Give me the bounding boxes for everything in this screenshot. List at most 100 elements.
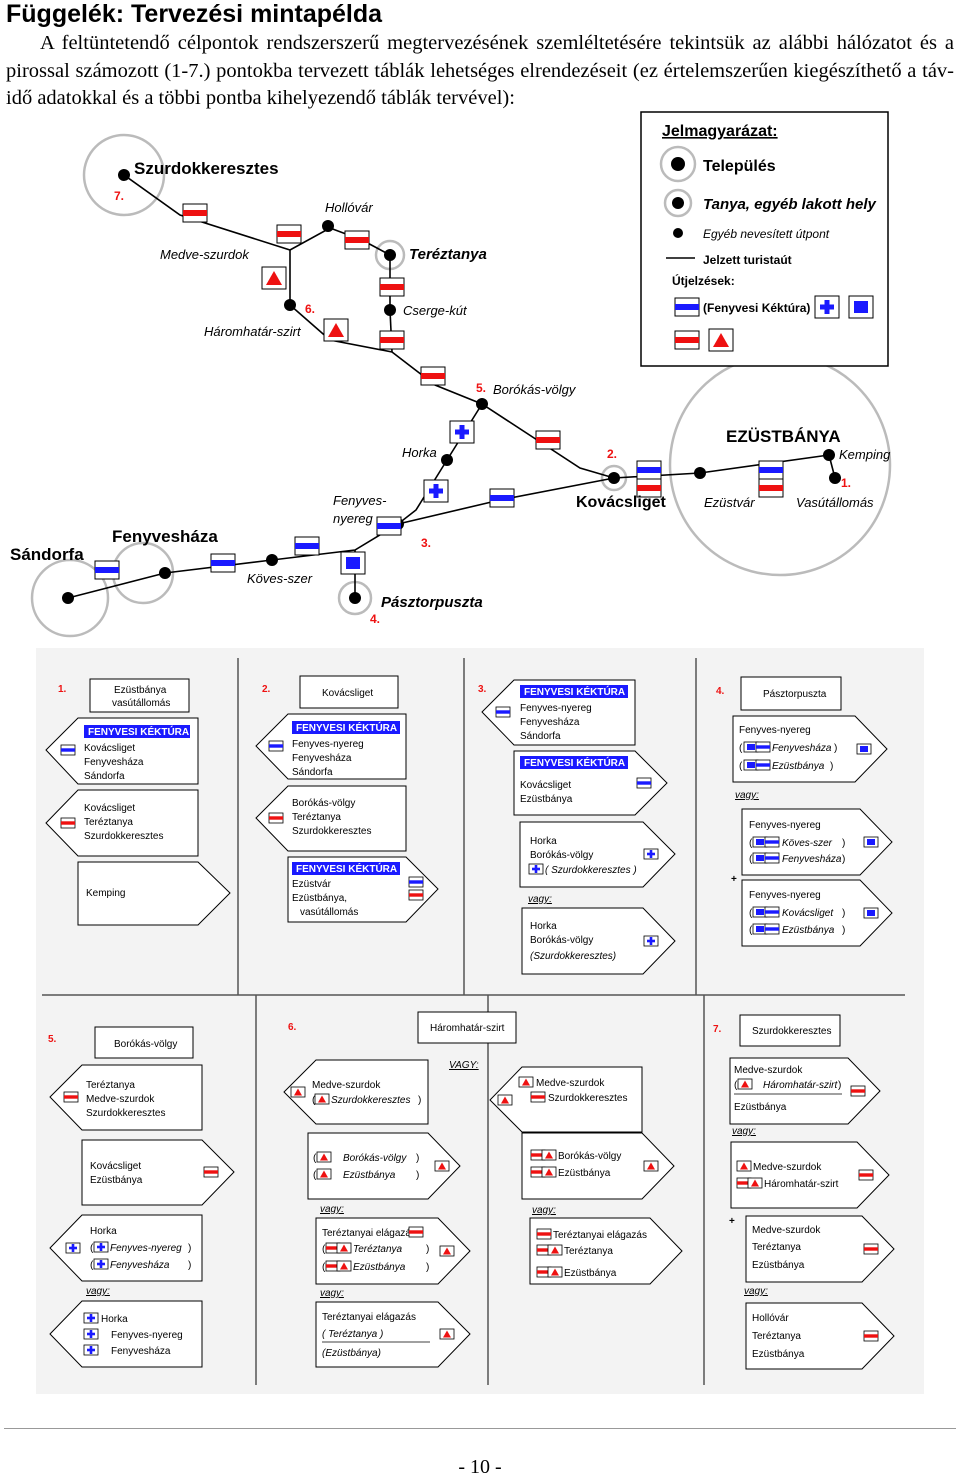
sign-head: Szurdokkeresztes xyxy=(752,1026,831,1037)
sign-line: Háromhatár-szirt xyxy=(764,1179,839,1190)
sign-line: Szurdokkeresztes xyxy=(86,1108,165,1119)
point-number: 3. xyxy=(421,536,431,550)
sign-plans: 1. Ezüstbánya vasútállomás FENYVESI KÉKT… xyxy=(36,648,924,1394)
legend-title: Jelmagyarázat: xyxy=(662,123,778,140)
sign-head: vasútállomás xyxy=(112,698,170,709)
plus-label: + xyxy=(731,874,737,885)
sign-line: Köves-szer xyxy=(782,838,833,849)
sign-line: (Szurdokkeresztes) xyxy=(530,951,616,962)
intro-text: A feltüntetendő célpontok rendszerszerű … xyxy=(6,32,954,109)
sign-line: Ezüstbánya xyxy=(343,1170,396,1181)
svg-text:): ) xyxy=(426,1262,429,1273)
sign-line: Fenyvesháza xyxy=(520,717,580,728)
sign-number: 7. xyxy=(713,1024,722,1035)
sign-line: Teréztanya xyxy=(752,1242,801,1253)
or-label: vagy: xyxy=(532,1205,556,1216)
place-label: Köves-szer xyxy=(247,571,313,586)
sign-number: 6. xyxy=(288,1022,297,1033)
place-label: Sándorfa xyxy=(10,545,84,564)
sign-line: Teréztanya xyxy=(292,812,341,823)
sign-line: Szurdokkeresztes xyxy=(548,1093,627,1104)
place-label: Horka xyxy=(402,445,437,460)
sign-line: Fenyvesháza xyxy=(782,854,842,865)
place-label: Szurdokkeresztes xyxy=(134,159,279,178)
sign-line: Fenyves-nyereg xyxy=(110,1243,182,1254)
sign-line: Teréztanya xyxy=(564,1246,613,1257)
sign-line: ( Szurdokkeresztes ) xyxy=(545,865,637,876)
page-number: - 10 - xyxy=(458,1456,502,1478)
sign-line: Medve-szurdok xyxy=(752,1225,821,1236)
sign-line: Borókás-völgy xyxy=(343,1153,407,1164)
sign-line: Szurdokkeresztes xyxy=(292,826,371,837)
place-label: Fenyves- xyxy=(333,493,387,508)
sign-number: 1. xyxy=(58,684,67,695)
sign-head: Háromhatár-szirt xyxy=(430,1023,505,1034)
sign-group-5: 5. Borókás-völgy Teréztanya Medve-szurdo… xyxy=(48,1026,235,1368)
sign-line: ( Teréztanya ) xyxy=(322,1329,383,1340)
sign-group-6: 6. Háromhatár-szirt VAGY: Medve-szurdok … xyxy=(283,1011,683,1368)
page-title: Függelék: Tervezési mintapélda xyxy=(6,0,383,28)
svg-text:(: ( xyxy=(90,1260,94,1271)
sign-line: Horka xyxy=(90,1226,117,1237)
sign-group-3: 3. FENYVESI KÉKTÚRA Fenyves-nyereg Fenyv… xyxy=(478,679,676,975)
sign-line: Ezüstbánya xyxy=(564,1268,617,1279)
svg-text:(: ( xyxy=(749,925,753,936)
point-number: 2. xyxy=(607,447,617,461)
place-label: Pásztorpuszta xyxy=(381,594,483,611)
sign-line: Ezüstbánya xyxy=(752,1349,805,1360)
sign-group-4: 4. Pásztorpuszta Fenyves-nyereg ( Fenyve… xyxy=(716,676,893,947)
sign-line: Borókás-völgy xyxy=(292,798,355,809)
sign-line: Horka xyxy=(101,1314,128,1325)
place-label: Cserge-kút xyxy=(403,303,468,318)
point-number: 4. xyxy=(370,612,380,626)
svg-text:(: ( xyxy=(313,1153,317,1164)
svg-text:(: ( xyxy=(739,743,743,754)
place-label: Ezüstvár xyxy=(704,495,755,510)
sign-line: Ezüstbánya xyxy=(734,1102,787,1113)
or-label: vagy: xyxy=(528,894,552,905)
svg-text:(: ( xyxy=(734,1080,738,1091)
sign-head: Kovácsliget xyxy=(322,688,373,699)
sign-line: Fenyvesháza xyxy=(111,1346,171,1357)
or-label: vagy: xyxy=(320,1288,344,1299)
plus-label: + xyxy=(729,1216,735,1227)
sign-line: Teréztanyai elágazás xyxy=(553,1230,647,1241)
sign-line: Fenyves-nyereg xyxy=(739,725,811,736)
place-label: Medve-szurdok xyxy=(160,247,250,262)
sign-line: Sándorfa xyxy=(520,731,561,742)
sign-line: Teréztanya xyxy=(752,1331,801,1342)
svg-text:): ) xyxy=(188,1243,191,1254)
sign-line: Medve-szurdok xyxy=(312,1080,381,1091)
sign-line: Fenyvesháza xyxy=(110,1260,170,1271)
svg-text:): ) xyxy=(834,743,837,754)
svg-text:(: ( xyxy=(749,908,753,919)
sign-line: Fenyves-nyereg xyxy=(749,820,821,831)
place-label: Fenyvesháza xyxy=(112,527,218,546)
svg-text:): ) xyxy=(418,1095,421,1106)
place-label: nyereg xyxy=(333,511,374,526)
svg-text:): ) xyxy=(842,854,845,865)
place-label: Vasútállomás xyxy=(796,495,874,510)
legend-farm: Tanya, egyéb lakott hely xyxy=(703,196,876,213)
legend-trail-signs: Útjelzések: xyxy=(672,273,735,288)
point-number: 7. xyxy=(114,189,124,203)
sign-line: Ezüstbánya xyxy=(90,1175,143,1186)
sign-title: FENYVESI KÉKTÚRA xyxy=(524,756,625,769)
sign-number: 5. xyxy=(48,1034,57,1045)
svg-text:(: ( xyxy=(749,838,753,849)
svg-text:): ) xyxy=(416,1170,419,1181)
sign-line: vasútállomás xyxy=(300,907,358,918)
legend-point: Egyéb nevesített útpont xyxy=(703,227,830,241)
legend-blue-trail: (Fenyvesi Kéktúra) xyxy=(703,301,810,315)
sign-number: 4. xyxy=(716,686,725,697)
sign-line: Teréztanya xyxy=(353,1244,403,1255)
sign-line: Fenyvesháza xyxy=(292,753,352,764)
or-label: vagy: xyxy=(735,790,759,801)
svg-text:(: ( xyxy=(322,1262,326,1273)
sign-line: Szurdokkeresztes xyxy=(331,1095,410,1106)
trail-map: 7. 6. 5. 2. 3. 4. 1. Szurdokkeresztes Ho… xyxy=(10,133,892,638)
sign-group-7: 7. Szurdokkeresztes Medve-szurdok ( Háro… xyxy=(713,1014,895,1370)
sign-title: FENYVESI KÉKTÚRA xyxy=(296,862,397,875)
place-label: Hollóvár xyxy=(325,200,373,215)
